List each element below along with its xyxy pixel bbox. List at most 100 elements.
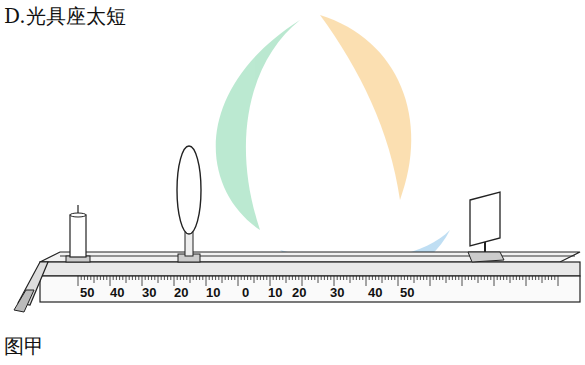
ruler-tick — [151, 276, 152, 280]
ruler-tick — [442, 276, 443, 280]
ruler-tick — [494, 276, 495, 286]
ruler-tick — [414, 276, 415, 283]
ruler-tick — [407, 276, 408, 280]
ruler-tick — [334, 276, 335, 286]
ruler-tick — [231, 276, 232, 280]
ruler-tick — [321, 276, 322, 280]
scale-number: 20 — [174, 286, 188, 300]
ruler-tick — [266, 276, 267, 280]
ruler-tick — [382, 276, 383, 283]
ruler-tick — [481, 276, 482, 280]
ruler-tick — [100, 276, 101, 280]
ruler-tick — [513, 276, 514, 280]
ruler-tick — [369, 276, 370, 280]
ruler-tick — [542, 276, 543, 283]
ruler-tick — [462, 276, 463, 286]
scale-number: 50 — [400, 286, 414, 300]
ruler-tick — [558, 276, 559, 286]
ruler-tick — [516, 276, 517, 280]
ruler-tick — [186, 276, 187, 280]
ruler-tick — [164, 276, 165, 280]
ruler-tick — [87, 276, 88, 280]
ruler-tick — [81, 276, 82, 280]
ruler-tick — [378, 276, 379, 280]
option-text: D.光具座太短 — [4, 4, 126, 28]
ruler-tick — [510, 276, 511, 283]
ruler-tick — [506, 276, 507, 280]
ruler-tick — [497, 276, 498, 280]
ruler-tick — [148, 276, 149, 280]
ruler-tick — [250, 276, 251, 280]
ruler-tick — [257, 276, 258, 280]
ruler-tick — [385, 276, 386, 280]
scale-number: 50 — [80, 286, 94, 300]
ruler-tick — [420, 276, 421, 280]
ruler-tick — [330, 276, 331, 280]
ruler-tick — [350, 276, 351, 283]
ruler-tick — [478, 276, 479, 283]
ruler-tick — [241, 276, 242, 280]
scale-number: 40 — [368, 286, 382, 300]
ruler-tick — [532, 276, 533, 280]
ruler-tick — [298, 276, 299, 280]
ruler-tick — [116, 276, 117, 280]
ruler-tick — [318, 276, 319, 283]
ruler-tick — [324, 276, 325, 280]
ruler-tick — [286, 276, 287, 283]
ruler-tick — [362, 276, 363, 280]
ruler-tick — [474, 276, 475, 280]
ruler-tick — [538, 276, 539, 280]
ruler-tick — [84, 276, 85, 280]
ruler-tick — [401, 276, 402, 280]
ruler-tick — [302, 276, 303, 286]
ruler-tick — [254, 276, 255, 283]
ruler-tick — [212, 276, 213, 280]
ruler-tick — [154, 276, 155, 280]
ruler-tick — [356, 276, 357, 280]
ruler-tick — [247, 276, 248, 280]
ruler-tick — [276, 276, 277, 280]
ruler-tick — [110, 276, 111, 286]
ruler-tick — [129, 276, 130, 280]
ruler-tick — [260, 276, 261, 280]
ruler-tick — [410, 276, 411, 280]
scale-number: 30 — [142, 286, 156, 300]
ruler-tick — [190, 276, 191, 283]
ruler-tick — [90, 276, 91, 280]
ruler-tick — [554, 276, 555, 280]
ruler-tick — [551, 276, 552, 280]
ruler-tick — [218, 276, 219, 280]
ruler-tick — [228, 276, 229, 280]
watermark — [216, 15, 450, 282]
ruler-tick — [273, 276, 274, 280]
ruler-tick — [119, 276, 120, 280]
ruler-tick — [526, 276, 527, 286]
figure-caption: 图甲 — [4, 334, 44, 358]
ruler-tick — [439, 276, 440, 280]
ruler-tick — [206, 276, 207, 286]
ruler-tick — [161, 276, 162, 280]
ruler-tick — [426, 276, 427, 280]
ruler-tick — [158, 276, 159, 283]
ruler-tick — [398, 276, 399, 286]
ruler-tick — [225, 276, 226, 280]
ruler-tick — [471, 276, 472, 280]
ruler-tick — [209, 276, 210, 280]
ruler-tick — [135, 276, 136, 280]
ruler-tick — [535, 276, 536, 280]
ruler-tick — [174, 276, 175, 286]
ruler-tick — [372, 276, 373, 280]
ruler-tick — [215, 276, 216, 280]
ruler-tick — [366, 276, 367, 286]
ruler-tick — [196, 276, 197, 280]
ruler-tick — [122, 276, 123, 280]
ruler-tick — [519, 276, 520, 280]
ruler-tick — [545, 276, 546, 280]
ruler-tick — [340, 276, 341, 280]
ruler-tick — [548, 276, 549, 280]
ruler-tick — [465, 276, 466, 280]
ruler-tick — [455, 276, 456, 280]
ruler-tick — [529, 276, 530, 280]
ruler-tick — [452, 276, 453, 280]
